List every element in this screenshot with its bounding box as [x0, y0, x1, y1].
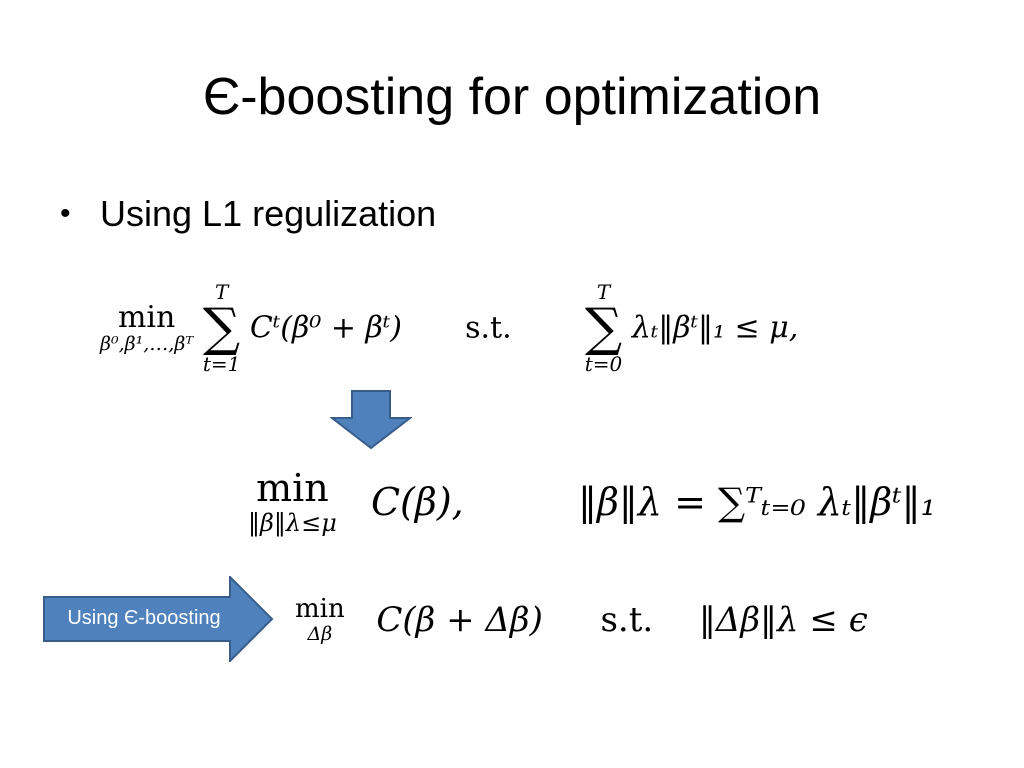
bullet-dot-icon: •	[60, 197, 71, 230]
eq1-sum1-lower: t=1	[202, 352, 241, 376]
eq1-sum2-upper: T	[596, 280, 611, 304]
eq1-sum-1: T ∑ t=1	[203, 282, 241, 374]
eq2-min-word: min	[256, 466, 329, 510]
eq1-sum2-lower: t=0	[584, 352, 623, 376]
eq1-objective: Cᵗ(β⁰ + βᵗ)	[249, 310, 403, 346]
bullet-text: Using L1 regulization	[100, 193, 437, 234]
eq3-constraint: ‖Δβ‖λ ≤ ϵ	[698, 599, 868, 640]
sum-icon: ∑	[584, 298, 623, 358]
equation-2: min ‖β‖λ≤μ C(β), ‖β‖λ = ∑ᵀₜ₌₀ λₜ‖βᵗ‖₁	[248, 466, 936, 537]
eq1-min-subscript: β⁰,β¹,…,βᵀ	[100, 333, 194, 356]
slide-title: Є-boosting for optimization	[202, 68, 822, 126]
right-arrow-icon	[43, 576, 274, 662]
eq2-norm-definition: ‖β‖λ = ∑ᵀₜ₌₀ λₜ‖βᵗ‖₁	[577, 480, 936, 525]
eq1-st: s.t.	[465, 310, 512, 346]
arrow-label: Using Є-boosting	[67, 607, 221, 629]
equation-1: min β⁰,β¹,…,βᵀ T ∑ t=1 Cᵗ(β⁰ + βᵗ) s.t. …	[100, 282, 798, 374]
equation-3: min Δβ C(β + Δβ) s.t. ‖Δβ‖λ ≤ ϵ	[295, 595, 868, 644]
eq3-min: min Δβ	[295, 595, 345, 644]
sum-icon: ∑	[203, 298, 241, 358]
eq3-min-word: min	[295, 594, 345, 624]
bullet-item: • Using L1 regulization	[60, 188, 436, 240]
eq1-min: min β⁰,β¹,…,βᵀ	[100, 301, 193, 355]
eq1-min-word: min	[117, 300, 176, 336]
eq2-min-subscript: ‖β‖λ≤μ	[248, 508, 337, 537]
eq3-objective: C(β + Δβ)	[376, 599, 543, 640]
eq2-min: min ‖β‖λ≤μ	[248, 466, 337, 537]
eq1-sum1-upper: T	[214, 280, 229, 304]
eq1-sum-2: T ∑ t=0	[585, 282, 623, 374]
eq3-st: s.t.	[600, 599, 654, 640]
down-arrow-icon	[330, 390, 412, 450]
eq3-min-subscript: Δβ	[307, 622, 333, 645]
eq1-constraint: λₜ‖βᵗ‖₁ ≤ μ,	[631, 310, 799, 346]
eq2-objective: C(β),	[370, 480, 464, 525]
